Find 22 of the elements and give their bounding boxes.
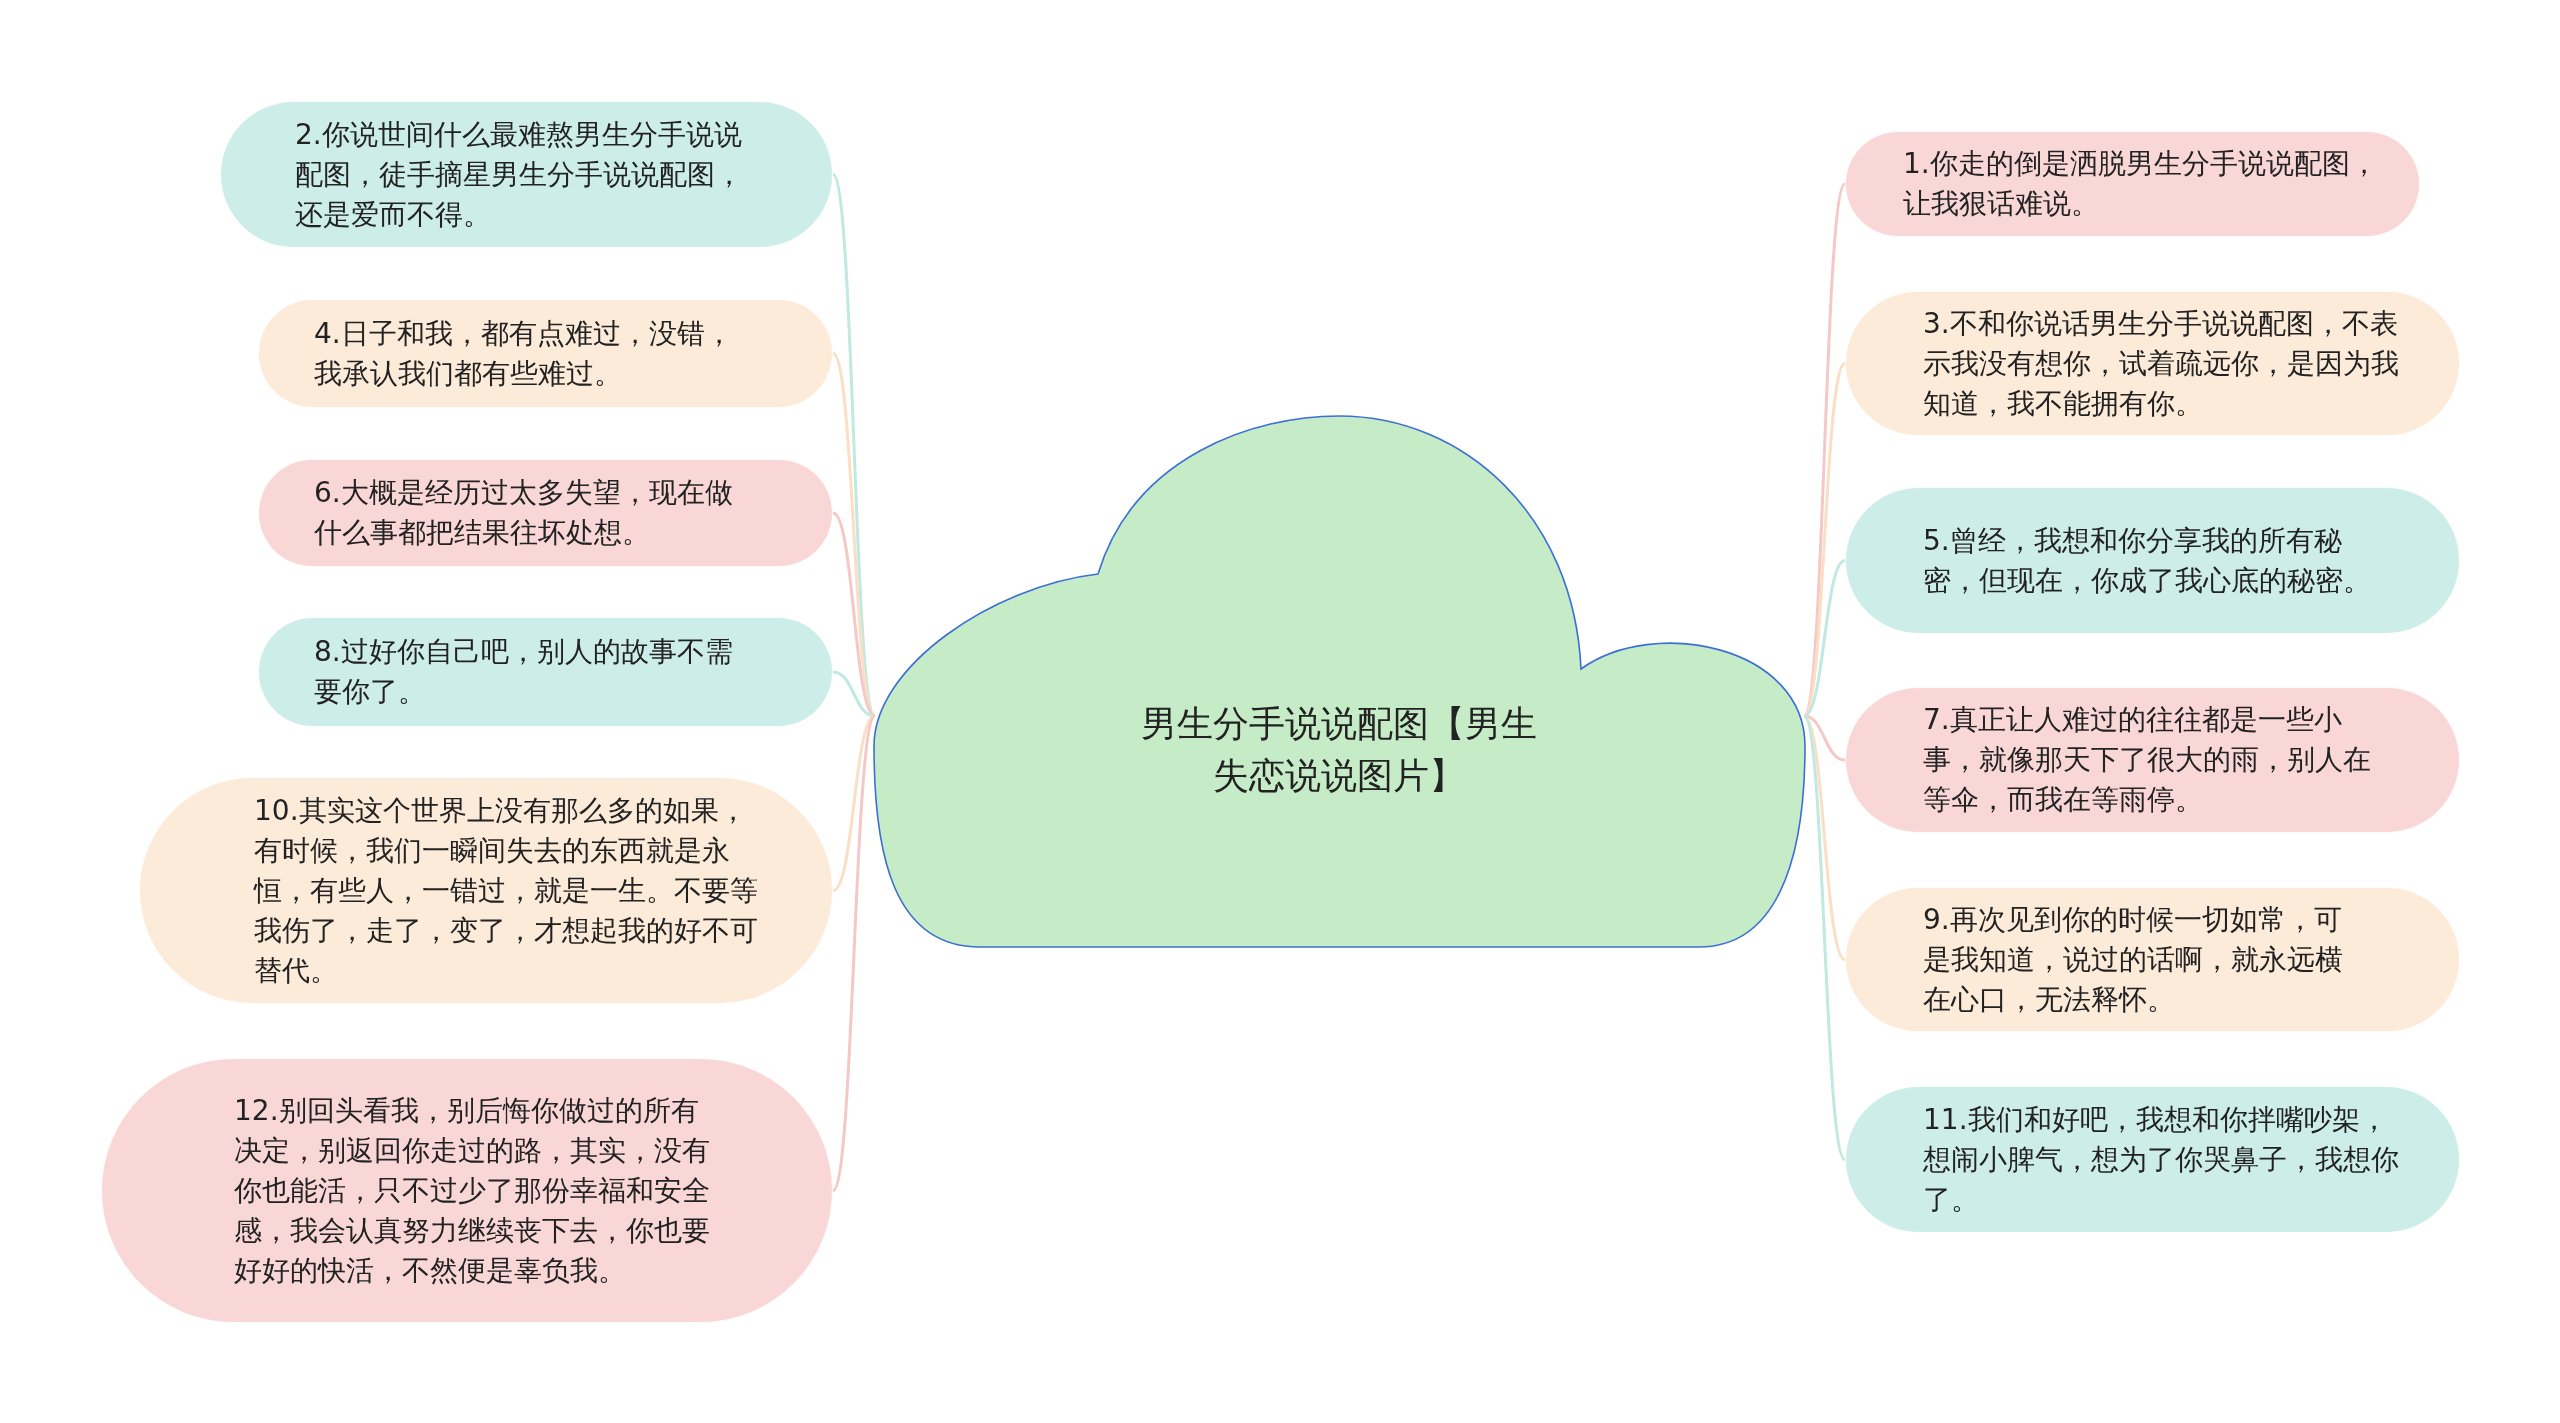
branch-text: 11.我们和好吧，我想和你拌嘴吵架，想闹小脾气，想为了你哭鼻子，我想你了。 (1923, 1101, 2400, 1218)
branch-text: 9.再次见到你的时候一切如常，可是我知道，说过的话啊，就永远横在心口，无法释怀。 (1923, 901, 2344, 1018)
branch-text: 8.过好你自己吧，别人的故事不需要你了。 (314, 634, 734, 710)
connector-line (1802, 715, 1847, 1161)
connector-line (832, 670, 876, 718)
branch-text: 6.大概是经历过太多失望，现在做什么事都把结果往坏处想。 (314, 475, 734, 551)
connector-line (831, 352, 877, 717)
branch-text: 10.其实这个世界上没有那么多的如果，有时候，我们一瞬间失去的东西就是永恒，有些人，一错过，就是一生。不要等我伤了，走了，变了，才想起我的好不可替代。 (254, 792, 759, 989)
connector-line (831, 715, 877, 1192)
branch-text: 5.曾经，我想和你分享我的所有秘密，但现在，你成了我心底的秘密。 (1923, 522, 2372, 599)
connector-line (1803, 559, 1846, 718)
connector-line (1803, 714, 1846, 762)
branch-text: 4.日子和我，都有点难过，没错，我承认我们都有些难过。 (314, 315, 734, 392)
connector-line (832, 714, 876, 892)
branch-text: 3.不和你说话男生分手说说配图，不表示我没有想你，试着疏远你，是因为我知道，我不能拥有你。 (1923, 305, 2400, 422)
topic-text: 男生分手说说配图【男生失恋说说图片】 (1140, 702, 1538, 798)
branch-text: 12.别回头看我，别后悔你做过的所有决定，别返回你走过的路，其实，没有你也能活，只不过少了那份幸福和安全感，我会认真努力继续丧下去，你也要好好的快活，不然便是辜负我。 (234, 1092, 711, 1289)
branch-text: 1.你走的倒是洒脱男生分手说说配图，让我狠话难说。 (1903, 146, 2379, 222)
branch-text: 7.真正让人难过的往往都是一些小事，就像那天下了很大的雨，别人在等伞，而我在等雨停。 (1923, 702, 2372, 818)
connector-line (1802, 362, 1847, 717)
cloud-node (874, 416, 1805, 947)
branch-text: 2.你说世间什么最难熬男生分手说说配图，徒手摘星男生分手说说配图，还是爱而不得。 (295, 116, 744, 233)
